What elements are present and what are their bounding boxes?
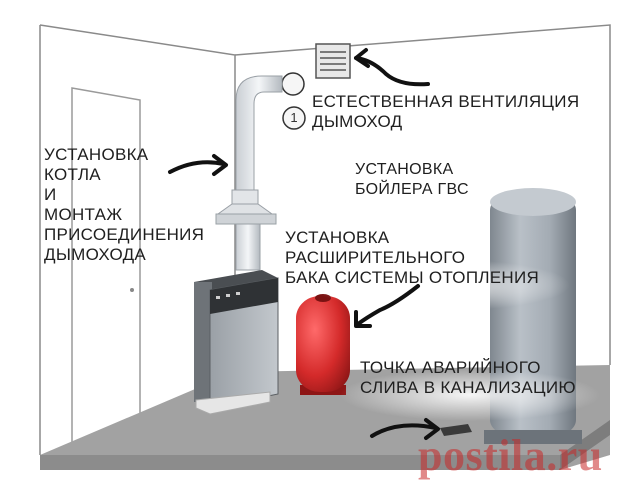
arrow-to-drain [370,423,438,438]
arrow-to-pipe-head [212,154,228,176]
arrow-to-pipe [168,160,226,174]
boiler-install-line-4: МОНТАЖ [44,205,123,224]
boiler-install-line-3: И [44,185,57,204]
back-wall-top [234,24,611,365]
floor-front-edge [40,455,560,470]
chimney-label-line: ДЫМОХОД [312,112,403,131]
chimney-number-label: 1 [290,110,298,125]
expansion-tank-label: УСТАНОВКА РАСШИРИТЕЛЬНОГО БАКА СИСТЕМЫ О… [285,228,539,288]
arrow-to-tank-head [354,310,372,328]
arrow-to-tank [356,284,420,326]
pointer-arrows [168,48,440,440]
boiler-install-line-5: ПРИСОЕДИНЕНИЯ [44,225,205,244]
water-heater-line-1: УСТАНОВКА [355,161,454,178]
expansion-tank [296,294,350,395]
door [71,87,141,455]
haze-2 [340,369,600,421]
ventilation-label-line: ЕСТЕСТВЕННАЯ ВЕНТИЛЯЦИЯ [312,92,580,111]
haze-1 [310,259,570,311]
drain-point-line-1: ТОЧКА АВАРИЙНОГО [360,358,541,377]
drain-opening [440,424,472,436]
expansion-tank-line-2: РАСШИРИТЕЛЬНОГО [285,248,466,267]
chimney-outlet-upper [281,72,305,96]
ventilation-label: ЕСТЕСТВЕННАЯ ВЕНТИЛЯЦИЯ ДЫМОХОД [312,92,579,132]
floor-right-edge [560,420,610,470]
water-heater-line-2: БОЙЛЕРА ГВС [355,181,469,198]
ventilation-grille [315,43,351,79]
boiler-install-label: УСТАНОВКА КОТЛА И МОНТАЖ ПРИСОЕДИНЕНИЯ Д… [44,145,204,265]
chimney-outlet-lower [282,106,306,130]
boiler-install-line-2: КОТЛА [44,165,101,184]
door-handle [130,288,134,292]
flue-pipe [215,75,283,271]
drain-point-label: ТОЧКА АВАРИЙНОГО СЛИВА В КАНАЛИЗАЦИЮ [360,358,576,398]
expansion-tank-line-1: УСТАНОВКА [285,228,390,247]
arrow-to-ventilation-head [354,48,370,68]
drain-point-line-2: СЛИВА В КАНАЛИЗАЦИЮ [360,378,576,397]
water-heater-label: УСТАНОВКА БОЙЛЕРА ГВС [355,160,469,200]
boiler-install-line-1: УСТАНОВКА [44,145,149,164]
expansion-tank-line-3: БАКА СИСТЕМЫ ОТОПЛЕНИЯ [285,268,540,287]
gas-boiler [194,270,279,415]
arrow-to-ventilation [354,56,430,87]
watermark-logo: postila.ru [418,431,603,480]
arrow-to-drain-head [424,418,440,440]
boiler-install-line-6: ДЫМОХОДА [44,245,147,264]
